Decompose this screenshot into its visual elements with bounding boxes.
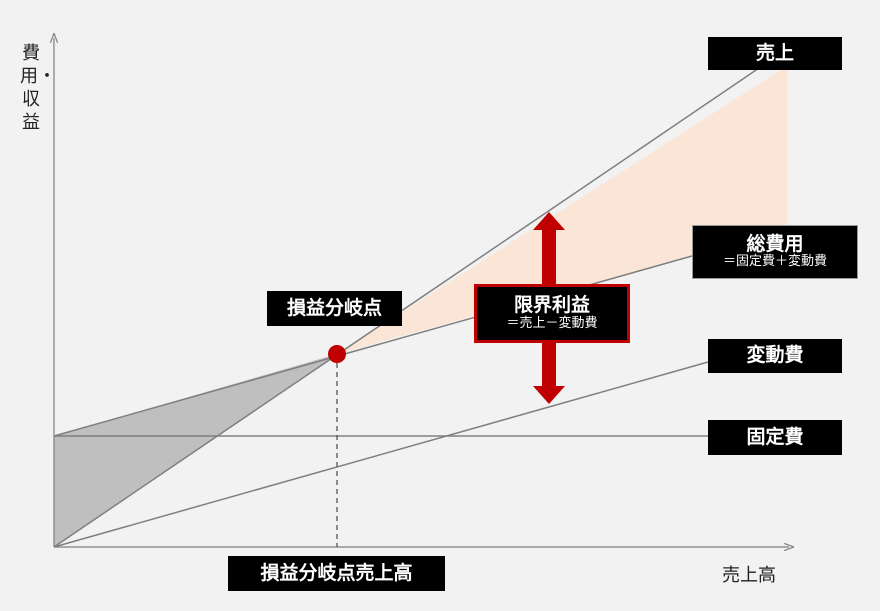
x-axis-label: 売上高	[722, 565, 776, 586]
variable-cost-line	[53, 361, 709, 548]
total-cost-label-text: 総費用	[746, 232, 804, 255]
variable-cost-label: 変動費	[708, 339, 842, 373]
profit-area	[337, 66, 787, 354]
bep-dot	[328, 345, 346, 363]
marginal-profit-label-sub: ＝売上－変動費	[506, 315, 598, 331]
bep-sales-label: 損益分岐点売上高	[228, 556, 445, 591]
fixed-cost-label: 固定費	[708, 420, 842, 455]
total-cost-label-sub: ＝固定費＋変動費	[722, 254, 827, 270]
total-cost-line	[53, 255, 693, 437]
marginal-profit-label: 限界利益＝売上－変動費	[474, 284, 630, 343]
sales-label: 売上	[708, 37, 842, 70]
marginal-profit-label-text: 限界利益	[513, 294, 590, 317]
sales-label-text: 売上	[755, 41, 794, 64]
total-cost-label: 総費用＝固定費＋変動費	[692, 225, 858, 279]
bep-label: 損益分岐点	[267, 291, 402, 326]
bep-label-text: 損益分岐点	[286, 296, 382, 319]
variable-cost-label-text: 変動費	[746, 344, 804, 367]
y-axis-label: 費用・収益	[20, 43, 56, 133]
fixed-cost-label-text: 固定費	[746, 425, 804, 448]
bep-sales-label-text: 損益分岐点売上高	[260, 561, 413, 584]
sales-line	[53, 65, 763, 548]
